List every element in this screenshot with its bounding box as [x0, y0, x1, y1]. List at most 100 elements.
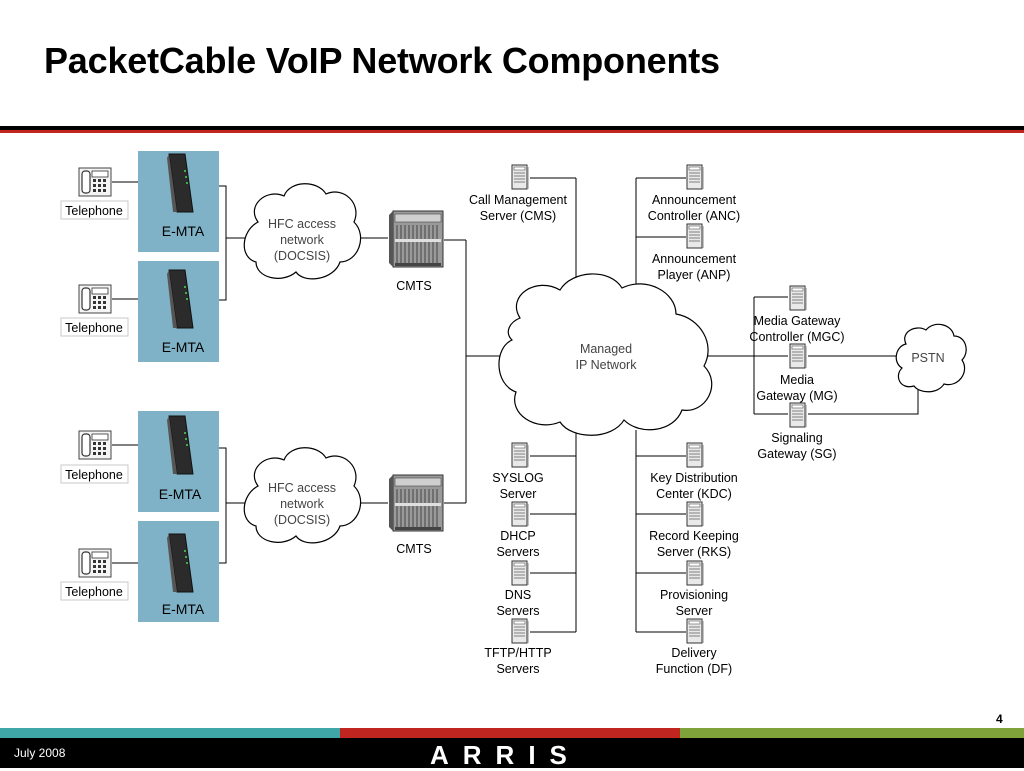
slide-title: PacketCable VoIP Network Components [44, 40, 720, 81]
footer-bar [0, 738, 1024, 768]
svg-text:Gateway (MG): Gateway (MG) [756, 389, 837, 403]
svg-text:Servers: Servers [496, 662, 539, 676]
server-cms: Call Management Server (CMS) [469, 164, 568, 223]
svg-text:Player (ANP): Player (ANP) [658, 268, 731, 282]
footer-color-stripe [0, 728, 1024, 738]
svg-text:Gateway (SG): Gateway (SG) [757, 447, 836, 461]
cmts-1: CMTS [388, 210, 444, 293]
telephone-icon [78, 430, 112, 460]
emta-label: E-MTA [159, 486, 202, 502]
server-tftp: TFTP/HTTP Servers [484, 618, 552, 676]
server-rks: Record Keeping Server (RKS) [649, 501, 739, 559]
hfc-cloud-1: HFC access network (DOCSIS) [243, 183, 362, 280]
arris-logo: ARRIS [430, 740, 581, 770]
svg-text:CMTS: CMTS [396, 279, 431, 293]
telephone-label: Telephone [65, 204, 123, 218]
cmts-icon [388, 474, 444, 532]
svg-text:Server: Server [500, 487, 537, 501]
svg-text:Servers: Servers [496, 604, 539, 618]
server-anc: Announcement Controller (ANC) [648, 164, 740, 223]
server-icon [511, 442, 529, 468]
svg-text:network: network [280, 233, 325, 247]
svg-text:network: network [280, 497, 325, 511]
pstn-cloud: PSTN [895, 323, 967, 393]
cmts-icon [388, 210, 444, 268]
svg-text:Server (CMS): Server (CMS) [480, 209, 556, 223]
hfc-cloud-2: HFC access network (DOCSIS) [243, 447, 362, 544]
server-icon [789, 343, 807, 369]
server-icon [686, 442, 704, 468]
telephone-icon [78, 284, 112, 314]
server-dns: DNS Servers [496, 560, 540, 618]
telephone-label: Telephone [65, 321, 123, 335]
server-icon [511, 501, 529, 527]
svg-text:Server (RKS): Server (RKS) [657, 545, 731, 559]
emta-4: E-MTA [138, 521, 219, 622]
managed-ip-network-cloud: Managed IP Network [498, 273, 713, 436]
svg-text:TFTP/HTTP: TFTP/HTTP [484, 646, 551, 660]
telephone-1: Telephone [60, 167, 129, 220]
svg-text:Key Distribution: Key Distribution [650, 471, 738, 485]
svg-text:SYSLOG: SYSLOG [492, 471, 543, 485]
svg-text:DHCP: DHCP [500, 529, 535, 543]
connection-lines [196, 177, 919, 633]
svg-text:Managed: Managed [580, 342, 632, 356]
title-divider [0, 126, 1024, 130]
server-df: Delivery Function (DF) [656, 618, 732, 676]
server-icon [789, 402, 807, 428]
emta-label: E-MTA [162, 223, 205, 239]
svg-text:Announcement: Announcement [652, 193, 737, 207]
emta-1: E-MTA [138, 151, 219, 252]
svg-text:Media Gateway: Media Gateway [754, 314, 842, 328]
footer-date: July 2008 [14, 746, 66, 760]
server-mgc: Media Gateway Controller (MGC) [749, 285, 845, 344]
server-icon [686, 223, 704, 249]
emta-2: E-MTA [138, 261, 219, 362]
svg-text:Signaling: Signaling [771, 431, 822, 445]
server-icon [789, 285, 807, 311]
server-icon [511, 560, 529, 586]
svg-text:Controller (MGC): Controller (MGC) [749, 330, 844, 344]
svg-text:CMTS: CMTS [396, 542, 431, 556]
server-provisioning: Provisioning Server [660, 560, 728, 618]
emta-3: E-MTA [138, 411, 219, 512]
server-icon [686, 501, 704, 527]
svg-text:Server: Server [676, 604, 713, 618]
svg-text:HFC access: HFC access [268, 481, 336, 495]
svg-text:Controller (ANC): Controller (ANC) [648, 209, 740, 223]
telephone-3: Telephone [60, 430, 129, 484]
server-icon [686, 618, 704, 644]
svg-text:Function (DF): Function (DF) [656, 662, 732, 676]
svg-text:IP Network: IP Network [576, 358, 638, 372]
telephone-label: Telephone [65, 585, 123, 599]
svg-text:Delivery: Delivery [671, 646, 717, 660]
svg-text:Media: Media [780, 373, 814, 387]
server-icon [511, 164, 529, 190]
page-number: 4 [996, 712, 1003, 726]
server-sg: Signaling Gateway (SG) [757, 402, 837, 461]
svg-text:Servers: Servers [496, 545, 539, 559]
svg-text:PSTN: PSTN [911, 351, 944, 365]
svg-text:Record Keeping: Record Keeping [649, 529, 739, 543]
server-kdc: Key Distribution Center (KDC) [650, 442, 738, 501]
svg-text:(DOCSIS): (DOCSIS) [274, 513, 330, 527]
title-accent-divider [0, 130, 1024, 133]
server-syslog: SYSLOG Server [492, 442, 544, 501]
telephone-2: Telephone [60, 284, 129, 337]
cmts-2: CMTS [388, 474, 444, 556]
telephone-label: Telephone [65, 468, 123, 482]
svg-text:Call Management: Call Management [469, 193, 567, 207]
svg-text:(DOCSIS): (DOCSIS) [274, 249, 330, 263]
server-icon [511, 618, 529, 644]
svg-text:Center (KDC): Center (KDC) [656, 487, 732, 501]
server-icon [686, 560, 704, 586]
svg-text:DNS: DNS [505, 588, 531, 602]
telephone-icon [78, 167, 112, 197]
telephone-icon [78, 548, 112, 578]
server-mg: Media Gateway (MG) [756, 343, 838, 403]
server-anp: Announcement Player (ANP) [652, 223, 737, 282]
emta-label: E-MTA [162, 601, 205, 617]
emta-label: E-MTA [162, 339, 205, 355]
server-icon [686, 164, 704, 190]
